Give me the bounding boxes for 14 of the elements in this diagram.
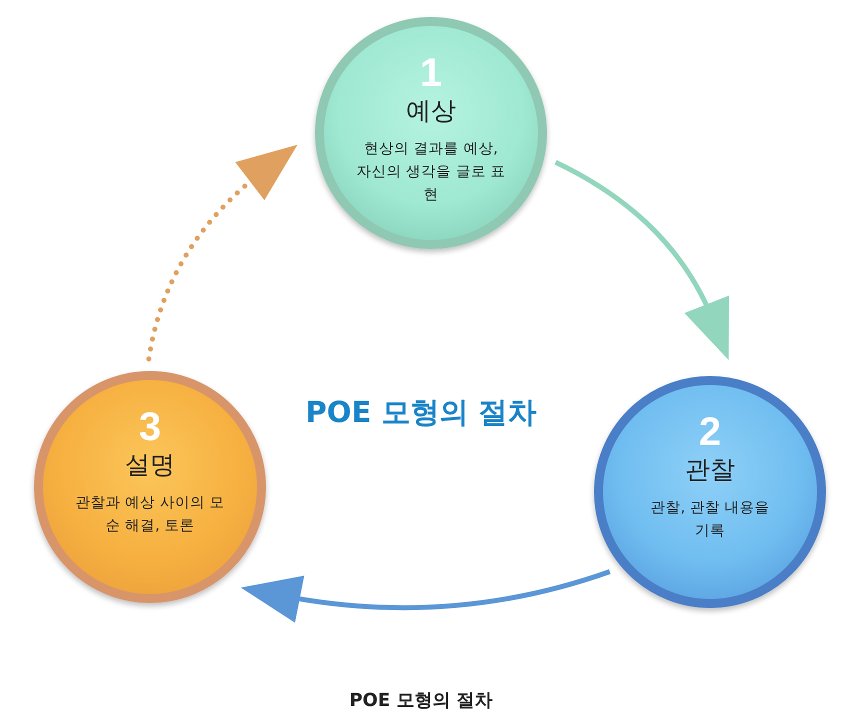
step-description: 관찰과 예상 사이의 모순 해결, 토론 <box>75 494 225 536</box>
step-title: 예상 <box>406 96 456 126</box>
step-title: 관찰 <box>685 455 735 485</box>
step-number: 1 <box>420 52 442 94</box>
arrow <box>146 144 297 362</box>
step-number: 3 <box>138 406 162 448</box>
step-description: 현상의 결과를 예상, 자신의 생각을 글로 표현 <box>356 140 506 205</box>
arrow <box>554 160 730 360</box>
diagram-title: POE 모형의 절차 <box>306 395 536 429</box>
step-title: 설명 <box>125 450 175 480</box>
step-description: 관찰, 관찰 내용을 기록 <box>650 499 770 541</box>
caption: POE 모형의 절차 <box>349 690 493 711</box>
step-number: 2 <box>698 411 722 453</box>
arrow <box>240 569 611 622</box>
